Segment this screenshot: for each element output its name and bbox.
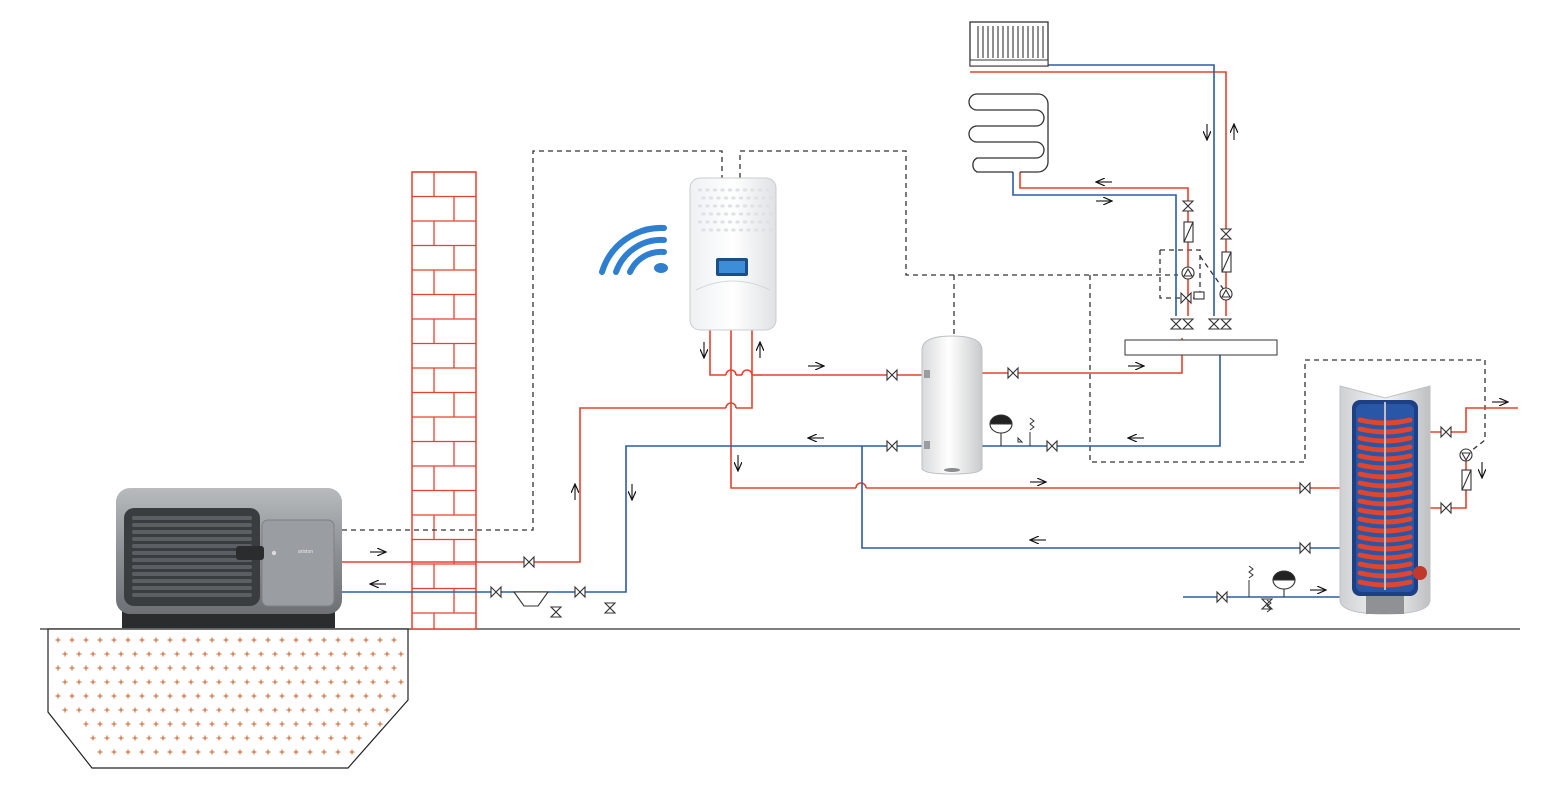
- valve-icon: [603, 602, 617, 614]
- valve-icon: [1219, 228, 1233, 240]
- valve-icon: [1169, 318, 1183, 330]
- return-pipes: [342, 64, 1360, 598]
- valve-icon: [1180, 291, 1192, 305]
- valve-icon: [1007, 366, 1019, 380]
- brand-label: ariston: [298, 549, 313, 555]
- valve-icon: [549, 606, 563, 618]
- fan-grille: [132, 516, 252, 597]
- control-wiring: [342, 150, 1486, 531]
- valve-icon: [574, 585, 586, 599]
- strainer: [512, 591, 550, 607]
- safety-valves: [1017, 417, 1272, 613]
- valve-icon: [1181, 200, 1195, 212]
- valve-icon: [1181, 318, 1195, 330]
- panel-radiator: [969, 21, 1049, 67]
- buffer-tank: [921, 335, 983, 475]
- dhw-cylinder: [1339, 385, 1431, 615]
- valve-icon: [1440, 501, 1452, 515]
- foundation-hatch: [55, 637, 404, 755]
- valve-icon: [1219, 318, 1233, 330]
- valves: [490, 200, 1452, 618]
- valve-icon: [1216, 590, 1228, 604]
- wifi-icon: [599, 224, 668, 275]
- valve-icon: [1046, 439, 1058, 453]
- hydraulic-manifold: [1124, 339, 1278, 356]
- vent-pattern: [697, 188, 774, 232]
- valve-icon: [886, 368, 898, 382]
- expansion-vessel: [989, 414, 1296, 597]
- valve-icon: [1299, 541, 1311, 555]
- circulation-pumps: [1181, 266, 1473, 462]
- foundation: [47, 628, 409, 769]
- valve-icon: [490, 585, 502, 599]
- flow-arrows: [370, 124, 1508, 590]
- valve-icon: [1440, 425, 1452, 439]
- valve-icon: [1299, 481, 1311, 495]
- indoor-control-unit: [689, 177, 777, 331]
- valve-icon: [523, 555, 535, 569]
- valve-icon: [1207, 318, 1221, 330]
- valve-icon: [886, 439, 898, 453]
- underfloor-heating-loop: [968, 93, 1049, 173]
- brick-wall: [411, 171, 477, 630]
- outdoor-heat-pump-unit: ariston: [116, 488, 342, 628]
- flow-meters: [1183, 221, 1472, 491]
